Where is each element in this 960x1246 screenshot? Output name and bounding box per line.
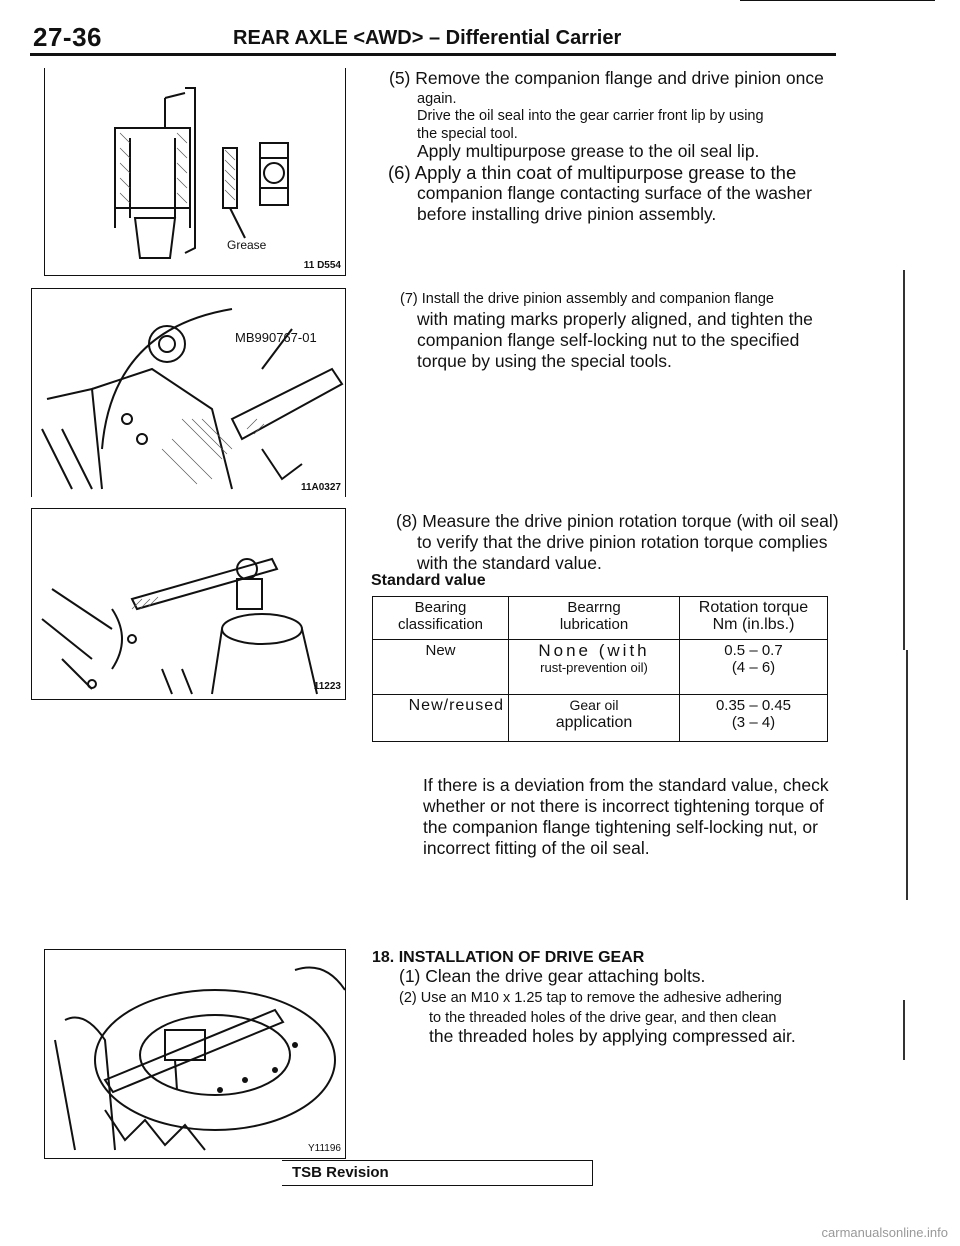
section-18-step-1: (1) Clean the drive gear attaching bolts…: [399, 966, 706, 986]
step-7-line2: with mating marks properly aligned, and …: [417, 309, 813, 329]
header-classification: Bearing classification: [372, 596, 509, 640]
special-tool-illustration: [41, 308, 344, 490]
section-18-heading: 18. INSTALLATION OF DRIVE GEAR: [372, 949, 645, 966]
figure-oil-seal-grease: Grease 11 D554: [44, 68, 346, 276]
cell-text: (3 – 4): [731, 714, 776, 731]
tool-label: MB990767-01: [235, 330, 317, 345]
oil-seal-illustration: [114, 87, 289, 259]
drive-gear-illustration: [54, 966, 345, 1151]
margin-line: [903, 270, 905, 650]
deviation-line4: incorrect fitting of the oil seal.: [423, 838, 650, 858]
margin-line: [906, 650, 908, 900]
deviation-line3: the companion flange tightening self-loc…: [423, 817, 818, 837]
figure-code: 11A0327: [300, 482, 341, 493]
cell-classification: New/reused: [372, 694, 509, 742]
cell-torque: 0.35 – 0.45 (3 – 4): [679, 694, 828, 742]
standard-value-table: Bearing classification Bearrng lubricati…: [372, 596, 828, 742]
figure-code: Y11196: [308, 1143, 341, 1154]
cell-text: Gear oil: [569, 697, 619, 713]
header-text: Bearrng: [567, 599, 621, 616]
step-5-line2: again.: [417, 91, 457, 107]
step-5-line1: (5) Remove the companion flange and driv…: [389, 68, 824, 88]
step-7-line3: companion flange self-locking nut to the…: [417, 330, 800, 350]
figure-special-tool: MB990767-01 11A0327: [31, 288, 346, 497]
step-6-line3: before installing drive pinion assembly.: [417, 204, 717, 224]
header-text: Bearing: [414, 599, 467, 616]
header-text: Rotation torque: [698, 599, 809, 616]
step-5-line4: the special tool.: [417, 126, 518, 142]
grease-label: Grease: [227, 238, 267, 252]
page-title: REAR AXLE <AWD> – Differential Carrier: [233, 27, 622, 49]
header-lubrication: Bearrng lubrication: [508, 596, 680, 640]
tsb-revision-box: TSB Revision: [282, 1160, 593, 1186]
cell-text: rust-prevention oil): [540, 660, 648, 675]
header-rule: [30, 53, 836, 56]
deviation-line2: whether or not there is incorrect tighte…: [423, 796, 824, 816]
margin-line: [903, 1000, 905, 1060]
step-8-line3: with the standard value.: [417, 553, 602, 573]
step-5-line3: Drive the oil seal into the gear carrier…: [417, 108, 764, 124]
cell-text: application: [555, 714, 633, 731]
section-18-step-2-line2: to the threaded holes of the drive gear,…: [429, 1010, 777, 1026]
standard-value-label: Standard value: [371, 572, 486, 589]
step-7-line4: torque by using the special tools.: [417, 351, 672, 371]
top-rule: [740, 0, 935, 1]
header-text: lubrication: [559, 616, 629, 633]
page-number: 27-36: [33, 22, 102, 52]
figure-torque-measure: 11223: [31, 508, 346, 700]
cell-text: 0.35 – 0.45: [715, 697, 792, 714]
figure-drive-gear-tap: Y11196: [44, 949, 346, 1159]
cell-text: (4 – 6): [731, 659, 776, 676]
section-18-step-2-line3: the threaded holes by applying compresse…: [429, 1026, 796, 1046]
header-text: classification: [397, 616, 484, 633]
cell-lubrication: Gear oil application: [508, 694, 680, 742]
cell-text: 0.5 – 0.7: [724, 642, 783, 659]
torque-wrench-illustration: [41, 557, 318, 695]
header-torque: Rotation torque Nm (in.lbs.): [679, 596, 828, 640]
cell-text: None (with: [538, 641, 650, 660]
step-5-line5: Apply multipurpose grease to the oil sea…: [417, 141, 760, 161]
table-header-row: Bearing classification Bearrng lubricati…: [372, 596, 828, 640]
deviation-line1: If there is a deviation from the standar…: [423, 775, 829, 795]
step-8-line1: (8) Measure the drive pinion rotation to…: [396, 511, 839, 531]
step-8-line2: to verify that the drive pinion rotation…: [417, 532, 828, 552]
cell-lubrication: None (with rust-prevention oil): [508, 639, 680, 695]
step-6-line2: companion flange contacting surface of t…: [417, 183, 812, 203]
cell-classification: New: [372, 639, 509, 695]
table-row: New/reused Gear oil application 0.35 – 0…: [372, 694, 828, 742]
figure-code: 11223: [313, 681, 341, 692]
watermark-text: carmanualsonline.info: [821, 1225, 948, 1240]
header-text: Nm (in.lbs.): [712, 616, 795, 633]
table-row: New None (with rust-prevention oil) 0.5 …: [372, 639, 828, 695]
section-18-step-2-line1: (2) Use an M10 x 1.25 tap to remove the …: [399, 990, 782, 1006]
step-7-line1: (7) Install the drive pinion assembly an…: [400, 291, 774, 307]
cell-torque: 0.5 – 0.7 (4 – 6): [679, 639, 828, 695]
figure-code: 11 D554: [303, 260, 341, 271]
step-6-line1: (6) Apply a thin coat of multipurpose gr…: [388, 162, 797, 183]
